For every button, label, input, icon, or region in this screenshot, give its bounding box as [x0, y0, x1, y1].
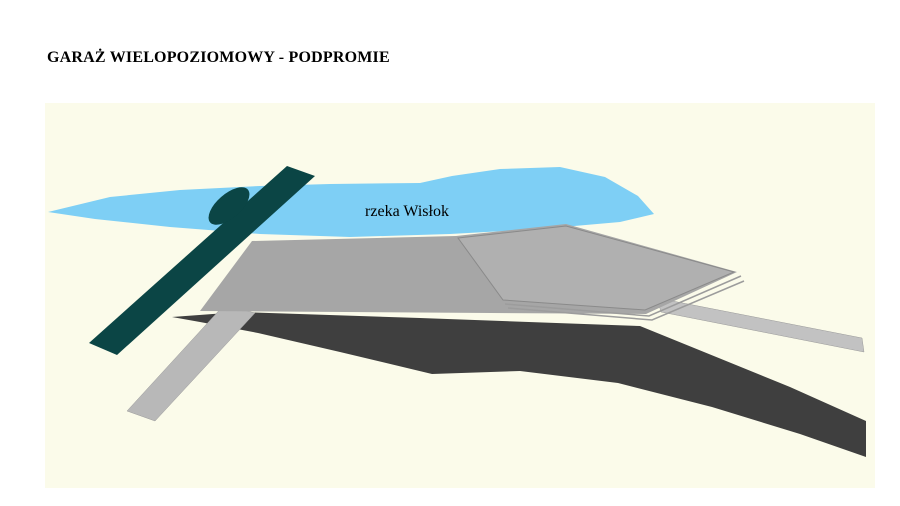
bridge-pier: [208, 187, 250, 225]
river-label: rzeka Wisłok: [365, 203, 449, 220]
river-shape: [48, 167, 654, 237]
page-title: GARAŻ WIELOPOZIOMOWY - PODPROMIE: [47, 49, 390, 66]
shadow-shape: [172, 312, 866, 457]
deck-layer-line-2: [507, 280, 745, 321]
deck-top-slab-shape: [457, 225, 736, 311]
deck-layer-line-1: [504, 275, 742, 317]
bridge-shape: [89, 166, 315, 355]
